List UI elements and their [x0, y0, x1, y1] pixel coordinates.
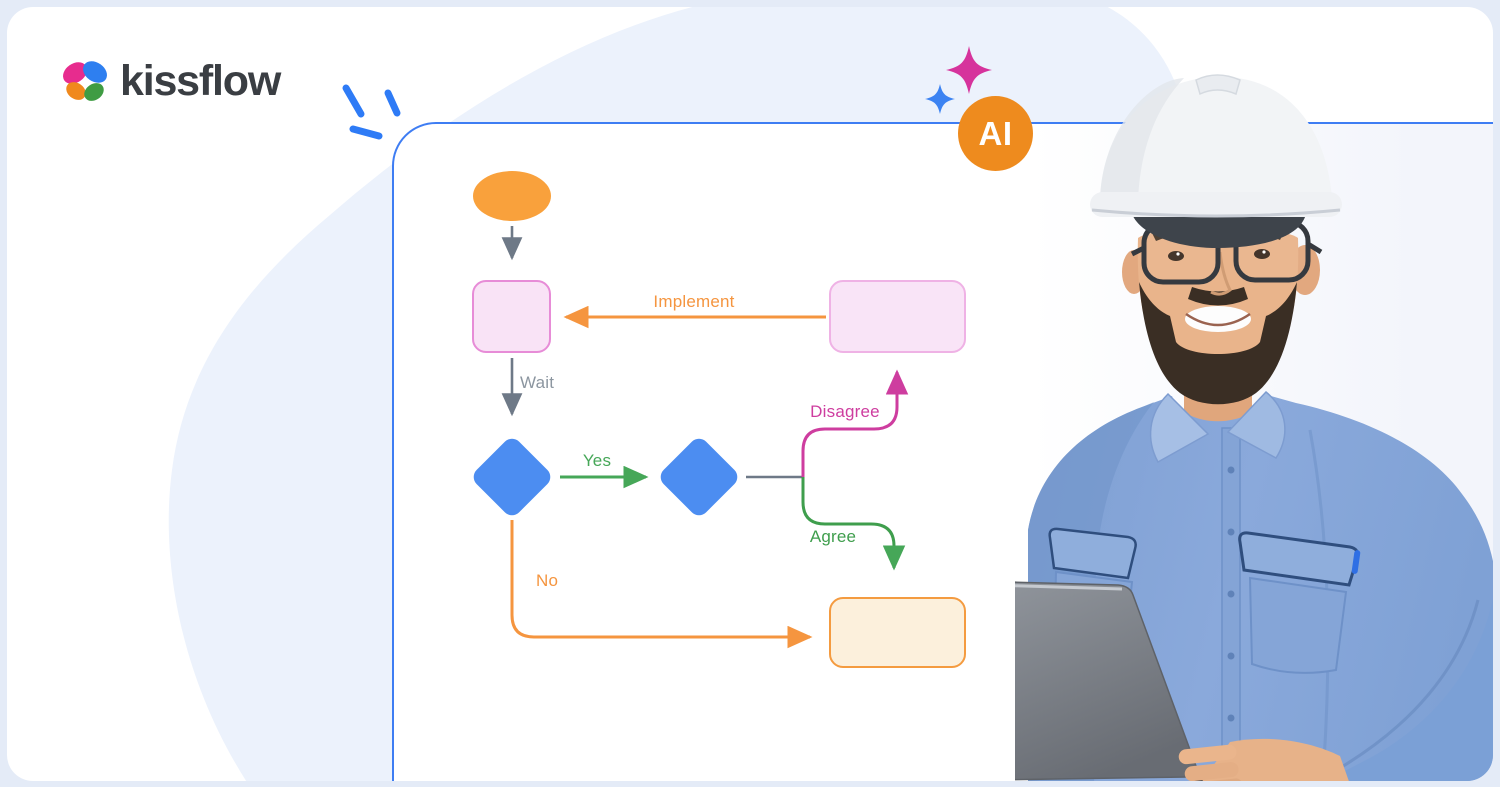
- hard-hat: [1090, 74, 1342, 248]
- pen-icon: [1351, 550, 1361, 574]
- brand-wordmark: kissflow: [120, 57, 281, 105]
- engineer-photo: [1015, 74, 1493, 781]
- eye-left: [1168, 251, 1184, 261]
- mustache: [1188, 287, 1248, 306]
- laptop-rim: [1015, 584, 1123, 591]
- edge-label-agree: Agree: [809, 527, 857, 546]
- shirt-collar-right: [1226, 390, 1286, 459]
- sleeve-crease: [1339, 599, 1480, 770]
- edge-label-no: No: [536, 571, 559, 590]
- eye-glint: [1176, 252, 1180, 256]
- smile-line: [1185, 312, 1251, 327]
- ai-badge: AI: [958, 96, 1033, 171]
- edge-label-wait: Wait: [520, 373, 555, 392]
- person-sleeve: [1325, 598, 1493, 781]
- sparkle-large-icon: [946, 46, 992, 94]
- nose: [1210, 251, 1232, 296]
- shirt-collar-left: [1149, 392, 1210, 464]
- edge-label-yes: Yes: [582, 451, 612, 470]
- eye-right: [1254, 249, 1270, 259]
- accent-strokes-icon: [342, 84, 401, 140]
- shirt-buttons: [1227, 466, 1235, 722]
- kissflow-petals-icon: [63, 61, 107, 101]
- brand-logo[interactable]: kissflow: [60, 55, 320, 107]
- edge-label-disagree: Disagree: [810, 402, 880, 421]
- eye-glint: [1262, 250, 1266, 254]
- person-hand: [1178, 738, 1349, 781]
- shirt-placket: [1221, 427, 1241, 781]
- shirt-pocket-right: [1238, 531, 1361, 674]
- hero-card: Implement Wait Yes Disagree Agree No AI …: [7, 7, 1493, 781]
- person-head: [1090, 74, 1342, 405]
- sparkle-small-icon: [925, 84, 955, 114]
- mouth-smile: [1185, 306, 1251, 332]
- beard: [1139, 282, 1297, 405]
- edge-label-implement: Implement: [653, 292, 735, 311]
- ai-badge-label: AI: [978, 114, 1013, 152]
